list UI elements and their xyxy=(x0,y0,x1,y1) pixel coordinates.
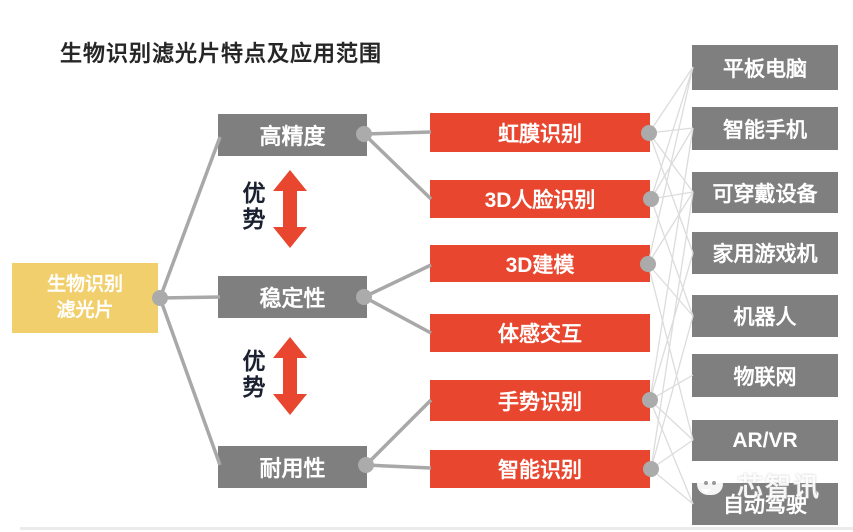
bottom-divider xyxy=(20,527,853,530)
chat-bubble-icon xyxy=(697,471,731,501)
node-app-3d-face: 3D人脸识别 xyxy=(430,180,650,218)
node-device-robot: 机器人 xyxy=(692,295,838,337)
node-device-tablet: 平板电脑 xyxy=(692,45,838,90)
node-device-iot: 物联网 xyxy=(692,354,838,397)
node-app-smart: 智能识别 xyxy=(430,450,650,488)
node-device-wearable: 可穿戴设备 xyxy=(692,172,838,213)
node-app-motion: 体感交互 xyxy=(430,314,650,352)
watermark-text: 芯智讯 xyxy=(737,472,822,502)
node-app-3d-modeling: 3D建模 xyxy=(430,245,650,282)
node-app-gesture: 手势识别 xyxy=(430,380,650,421)
node-root-filter: 生物识别 滤光片 xyxy=(12,263,158,333)
advantage-label-top: 优势 xyxy=(242,180,266,232)
node-feature-precision: 高精度 xyxy=(218,114,367,156)
node-device-arvr: AR/VR xyxy=(692,420,838,461)
node-feature-stability: 稳定性 xyxy=(218,276,367,318)
watermark: 芯智讯 xyxy=(697,467,821,504)
advantage-label-bottom: 优势 xyxy=(242,348,266,400)
node-feature-durability: 耐用性 xyxy=(218,446,367,488)
node-device-game-console: 家用游戏机 xyxy=(692,232,838,274)
page-title: 生物识别滤光片特点及应用范围 xyxy=(60,41,383,66)
node-device-smartphone: 智能手机 xyxy=(692,107,838,150)
node-app-iris: 虹膜识别 xyxy=(430,113,650,152)
